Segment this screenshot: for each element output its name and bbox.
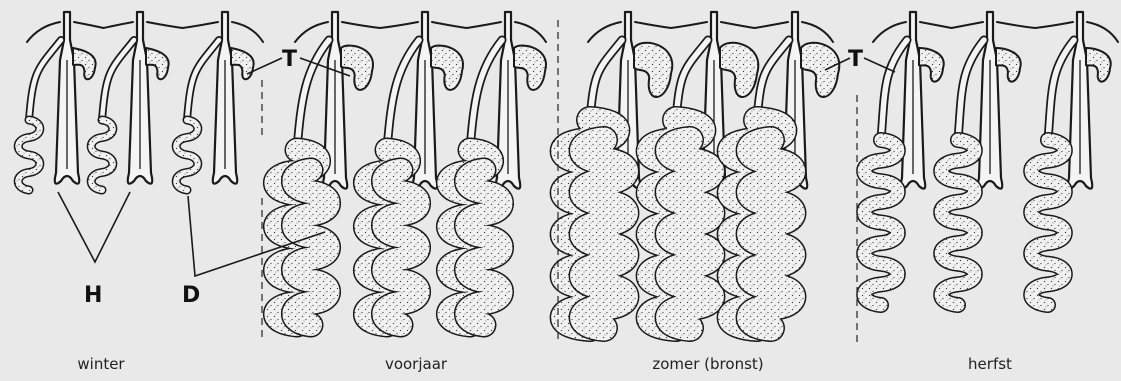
sebaceous-gland-1-2 — [146, 48, 169, 79]
sebaceous-gland-2-1 — [341, 46, 373, 90]
gland-coil-1-3 — [176, 120, 198, 190]
hair-leader-line — [58, 192, 130, 262]
season-label-summer: zomer (bronst) — [652, 355, 763, 373]
season-label-winter: winter — [77, 355, 124, 373]
callout-duct: D — [182, 283, 200, 308]
skin-surface — [27, 22, 1118, 42]
gland-coil-1-2 — [91, 120, 113, 190]
season-label-autumn: herfst — [968, 355, 1012, 373]
sebaceous-gland-4-3 — [1086, 48, 1111, 82]
sebaceous-gland-1-1 — [73, 48, 96, 79]
sebaceous-gland-3-2 — [720, 43, 758, 97]
sebaceous-gland-3-1 — [634, 43, 672, 97]
sebaceous-gland-2-3 — [514, 46, 546, 90]
sebaceous-gland-3-3 — [801, 43, 839, 97]
season-label-spring: voorjaar — [385, 355, 447, 373]
callout-tallow-right: T — [848, 47, 863, 72]
sebaceous-gland-2-2 — [431, 46, 463, 90]
callout-tallow-left: T — [282, 47, 297, 72]
callout-hair: H — [84, 283, 102, 308]
sebaceous-gland-4-1 — [919, 48, 944, 82]
sebaceous-gland-4-2 — [996, 48, 1021, 82]
gland-coil-1-1 — [18, 120, 40, 190]
sebaceous-gland-1-3 — [231, 48, 254, 79]
